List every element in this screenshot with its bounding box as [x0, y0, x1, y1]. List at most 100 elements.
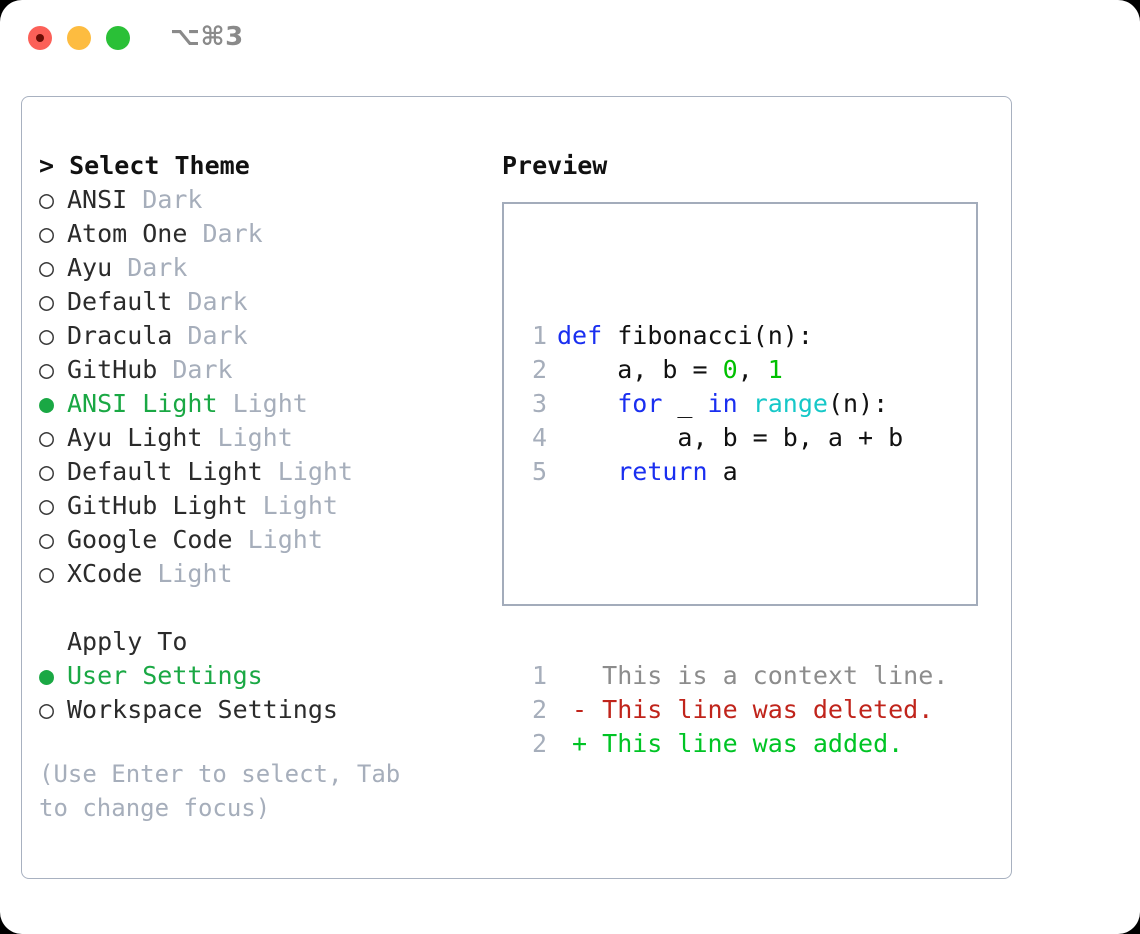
- diff-line-text: This is a context line.: [557, 661, 949, 690]
- theme-list-column: > Select Theme ○ANSI Dark○Atom One Dark○…: [39, 149, 469, 825]
- theme-option-variant: Light: [217, 389, 308, 418]
- diff-line: 1 This is a context line.: [513, 659, 948, 693]
- theme-option-row[interactable]: ○ Default Dark: [39, 285, 469, 319]
- code-token-kw: for: [617, 389, 663, 418]
- theme-option-variant: Light: [202, 423, 293, 452]
- code-token-id: _: [662, 389, 708, 418]
- code-token-num: 0: [722, 355, 738, 384]
- code-line-number: 1: [531, 321, 547, 350]
- theme-option-row[interactable]: ○Google Code Light: [39, 523, 469, 557]
- apply-to-option-row[interactable]: ○ Workspace Settings: [39, 693, 469, 727]
- theme-options-list: ○ANSI Dark○Atom One Dark○Ayu Dark○Defaul…: [39, 183, 469, 591]
- code-token-id: a, b =: [557, 355, 723, 384]
- radio-unselected-icon: ○: [39, 185, 55, 214]
- code-token-id: [557, 457, 617, 486]
- code-line-number: 5: [531, 457, 547, 486]
- code-token-kw: in: [707, 389, 738, 418]
- apply-to-option-row[interactable]: ● User Settings: [39, 659, 469, 693]
- diff-lines: 1 This is a context line.2 - This line w…: [513, 659, 948, 761]
- code-token-id: fibonacci(n):: [617, 321, 813, 350]
- theme-option-variant: Dark: [172, 321, 248, 350]
- code-token-id: a: [707, 457, 738, 486]
- code-line: 5 return a: [513, 455, 948, 489]
- theme-option-name: GitHub: [67, 355, 158, 384]
- theme-option-name: Dracula: [67, 321, 173, 350]
- select-theme-header-label: Select Theme: [69, 151, 250, 180]
- diff-line-number: 2: [531, 729, 547, 758]
- radio-unselected-icon: ○: [39, 423, 55, 452]
- apply-to-option-label: Workspace Settings: [67, 695, 338, 724]
- theme-option-name: ANSI Light: [67, 389, 218, 418]
- close-window-button[interactable]: [28, 26, 52, 50]
- diff-line-text: - This line was deleted.: [557, 695, 934, 724]
- code-line-number: 3: [531, 389, 547, 418]
- apply-to-header-label: Apply To: [67, 627, 188, 656]
- select-theme-header: > Select Theme: [39, 149, 469, 183]
- theme-option-variant: Dark: [157, 355, 233, 384]
- theme-selector-panel: > Select Theme ○ANSI Dark○Atom One Dark○…: [21, 96, 1012, 879]
- code-line-number: 4: [531, 423, 547, 452]
- radio-selected-icon: ●: [39, 661, 55, 690]
- code-line: 2 a, b = 0, 1: [513, 353, 948, 387]
- code-token-id: [738, 389, 753, 418]
- theme-option-variant: Dark: [127, 185, 203, 214]
- diff-line-text: + This line was added.: [557, 729, 904, 758]
- apply-to-option-label: User Settings: [67, 661, 263, 690]
- diff-line: 2 - This line was deleted.: [513, 693, 948, 727]
- title-bar: ⌥⌘3: [0, 0, 1140, 78]
- code-line: 3 for _ in range(n):: [513, 387, 948, 421]
- preview-header: Preview: [502, 151, 608, 180]
- code-diff-gap: [513, 557, 948, 591]
- theme-option-row[interactable]: ○ Ayu Light Light: [39, 421, 469, 455]
- code-token-id: ,: [737, 355, 768, 384]
- theme-option-row[interactable]: ○Atom One Dark: [39, 217, 469, 251]
- diff-line-number: 2: [531, 695, 547, 724]
- keyboard-hint: (Use Enter to select, Tab to change focu…: [39, 760, 401, 822]
- code-line: 4 a, b = b, a + b: [513, 421, 948, 455]
- diff-line: 2 + This line was added.: [513, 727, 948, 761]
- code-token-kw: return: [617, 457, 708, 486]
- traffic-light-group: [28, 26, 130, 50]
- theme-option-name: Ayu: [67, 253, 113, 282]
- radio-unselected-icon: ○: [39, 695, 55, 724]
- apply-to-options-list: ● User Settings ○ Workspace Settings: [39, 659, 469, 727]
- radio-unselected-icon: ○: [39, 355, 55, 384]
- code-token-num: 1: [767, 355, 783, 384]
- radio-unselected-icon: ○: [39, 253, 55, 282]
- header-spacer: [54, 151, 69, 180]
- maximize-window-button[interactable]: [106, 26, 130, 50]
- radio-selected-icon: ●: [39, 389, 55, 418]
- theme-option-row[interactable]: ○ GitHub Dark: [39, 353, 469, 387]
- list-spacer: [39, 591, 469, 625]
- theme-option-row[interactable]: ○Dracula Dark: [39, 319, 469, 353]
- theme-option-name: ANSI: [67, 185, 128, 214]
- theme-option-variant: Light: [142, 559, 233, 588]
- code-line-number: 2: [531, 355, 547, 384]
- radio-unselected-icon: ○: [39, 491, 55, 520]
- theme-option-variant: Dark: [112, 253, 188, 282]
- apply-to-header: Apply To: [39, 625, 469, 659]
- radio-unselected-icon: ○: [39, 287, 55, 316]
- theme-option-row[interactable]: ○GitHub Light Light: [39, 489, 469, 523]
- theme-option-row[interactable]: ○ ANSI Dark: [39, 183, 469, 217]
- theme-option-row[interactable]: ● ANSI Light Light: [39, 387, 469, 421]
- theme-option-row[interactable]: ○Default Light Light: [39, 455, 469, 489]
- theme-option-row[interactable]: ○ Ayu Dark: [39, 251, 469, 285]
- preview-column: Preview: [502, 149, 997, 183]
- theme-option-name: Default Light: [67, 457, 263, 486]
- radio-unselected-icon: ○: [39, 559, 55, 588]
- theme-option-name: Google Code: [67, 525, 233, 554]
- minimize-window-button[interactable]: [67, 26, 91, 50]
- theme-option-name: Ayu Light: [67, 423, 203, 452]
- theme-option-row[interactable]: ○XCode Light: [39, 557, 469, 591]
- code-token-fn: range: [752, 389, 828, 418]
- theme-option-variant: Dark: [172, 287, 248, 316]
- theme-option-name: Default: [67, 287, 173, 316]
- theme-option-variant: Light: [247, 491, 338, 520]
- radio-unselected-icon: ○: [39, 219, 55, 248]
